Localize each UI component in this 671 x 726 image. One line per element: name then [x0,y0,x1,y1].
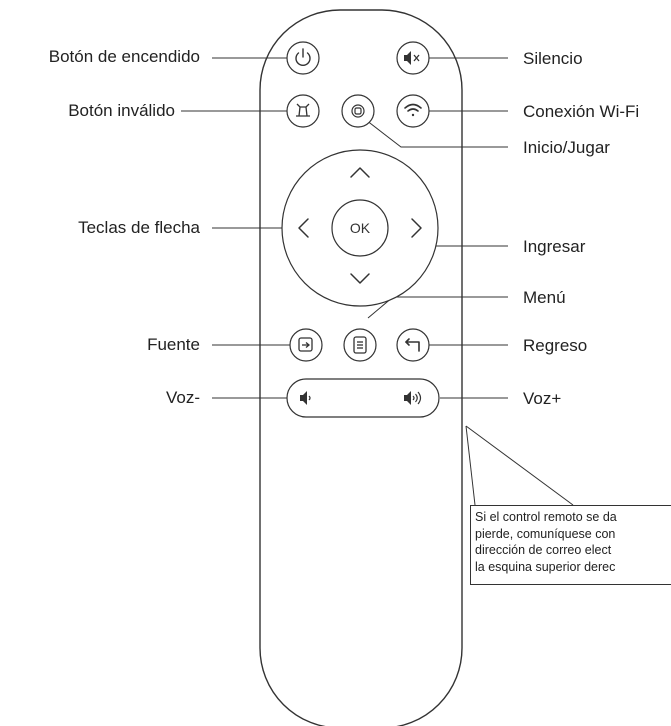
note-line: la esquina superior derec [475,559,616,574]
back-icon [405,338,420,352]
ok-label: OK [350,220,371,236]
menu-button[interactable] [343,328,377,362]
label-mute: Silencio [523,49,583,68]
label-wifi: Conexión Wi-Fi [523,102,640,121]
label-home: Inicio/Jugar [523,138,610,157]
home-icon [351,104,365,118]
note-line: Si el control remoto se da [475,510,617,524]
arrow-left-icon[interactable] [298,218,309,238]
keystone-icon [296,103,310,117]
wifi-icon [404,103,422,117]
source-icon [298,337,313,352]
label-enter: Ingresar [523,237,586,256]
arrow-right-icon[interactable] [411,218,422,238]
note-line: pierde, comuníquese con [475,526,616,541]
mute-button[interactable] [396,41,430,75]
volume-up-icon[interactable] [404,391,422,405]
label-arrow-keys: Teclas de flecha [78,218,200,237]
label-back: Regreso [523,336,588,355]
menu-icon [353,336,367,354]
back-button[interactable] [396,328,430,362]
volume-rocker[interactable] [286,378,440,418]
arrow-up-icon[interactable] [350,167,370,178]
note-line: dirección de correo elect [475,543,612,557]
label-volume-up: Voz+ [523,389,562,408]
wifi-button[interactable] [396,94,430,128]
label-source: Fuente [147,335,200,354]
label-power-button: Botón de encendido [48,47,200,66]
power-button[interactable] [286,41,320,75]
volume-down-icon[interactable] [300,391,311,405]
home-button[interactable] [341,94,375,128]
label-volume-down: Voz- [165,388,200,407]
lost-remote-note: Si el control remoto se da pierde, comun… [470,505,671,585]
power-icon [295,48,311,67]
label-menu: Menú [523,288,566,307]
invalid-button[interactable] [286,94,320,128]
arrow-down-icon[interactable] [350,273,370,284]
label-invalid-button: Botón inválido [68,101,175,120]
ok-button[interactable]: OK [331,199,389,257]
source-button[interactable] [289,328,323,362]
mute-icon [404,51,420,65]
